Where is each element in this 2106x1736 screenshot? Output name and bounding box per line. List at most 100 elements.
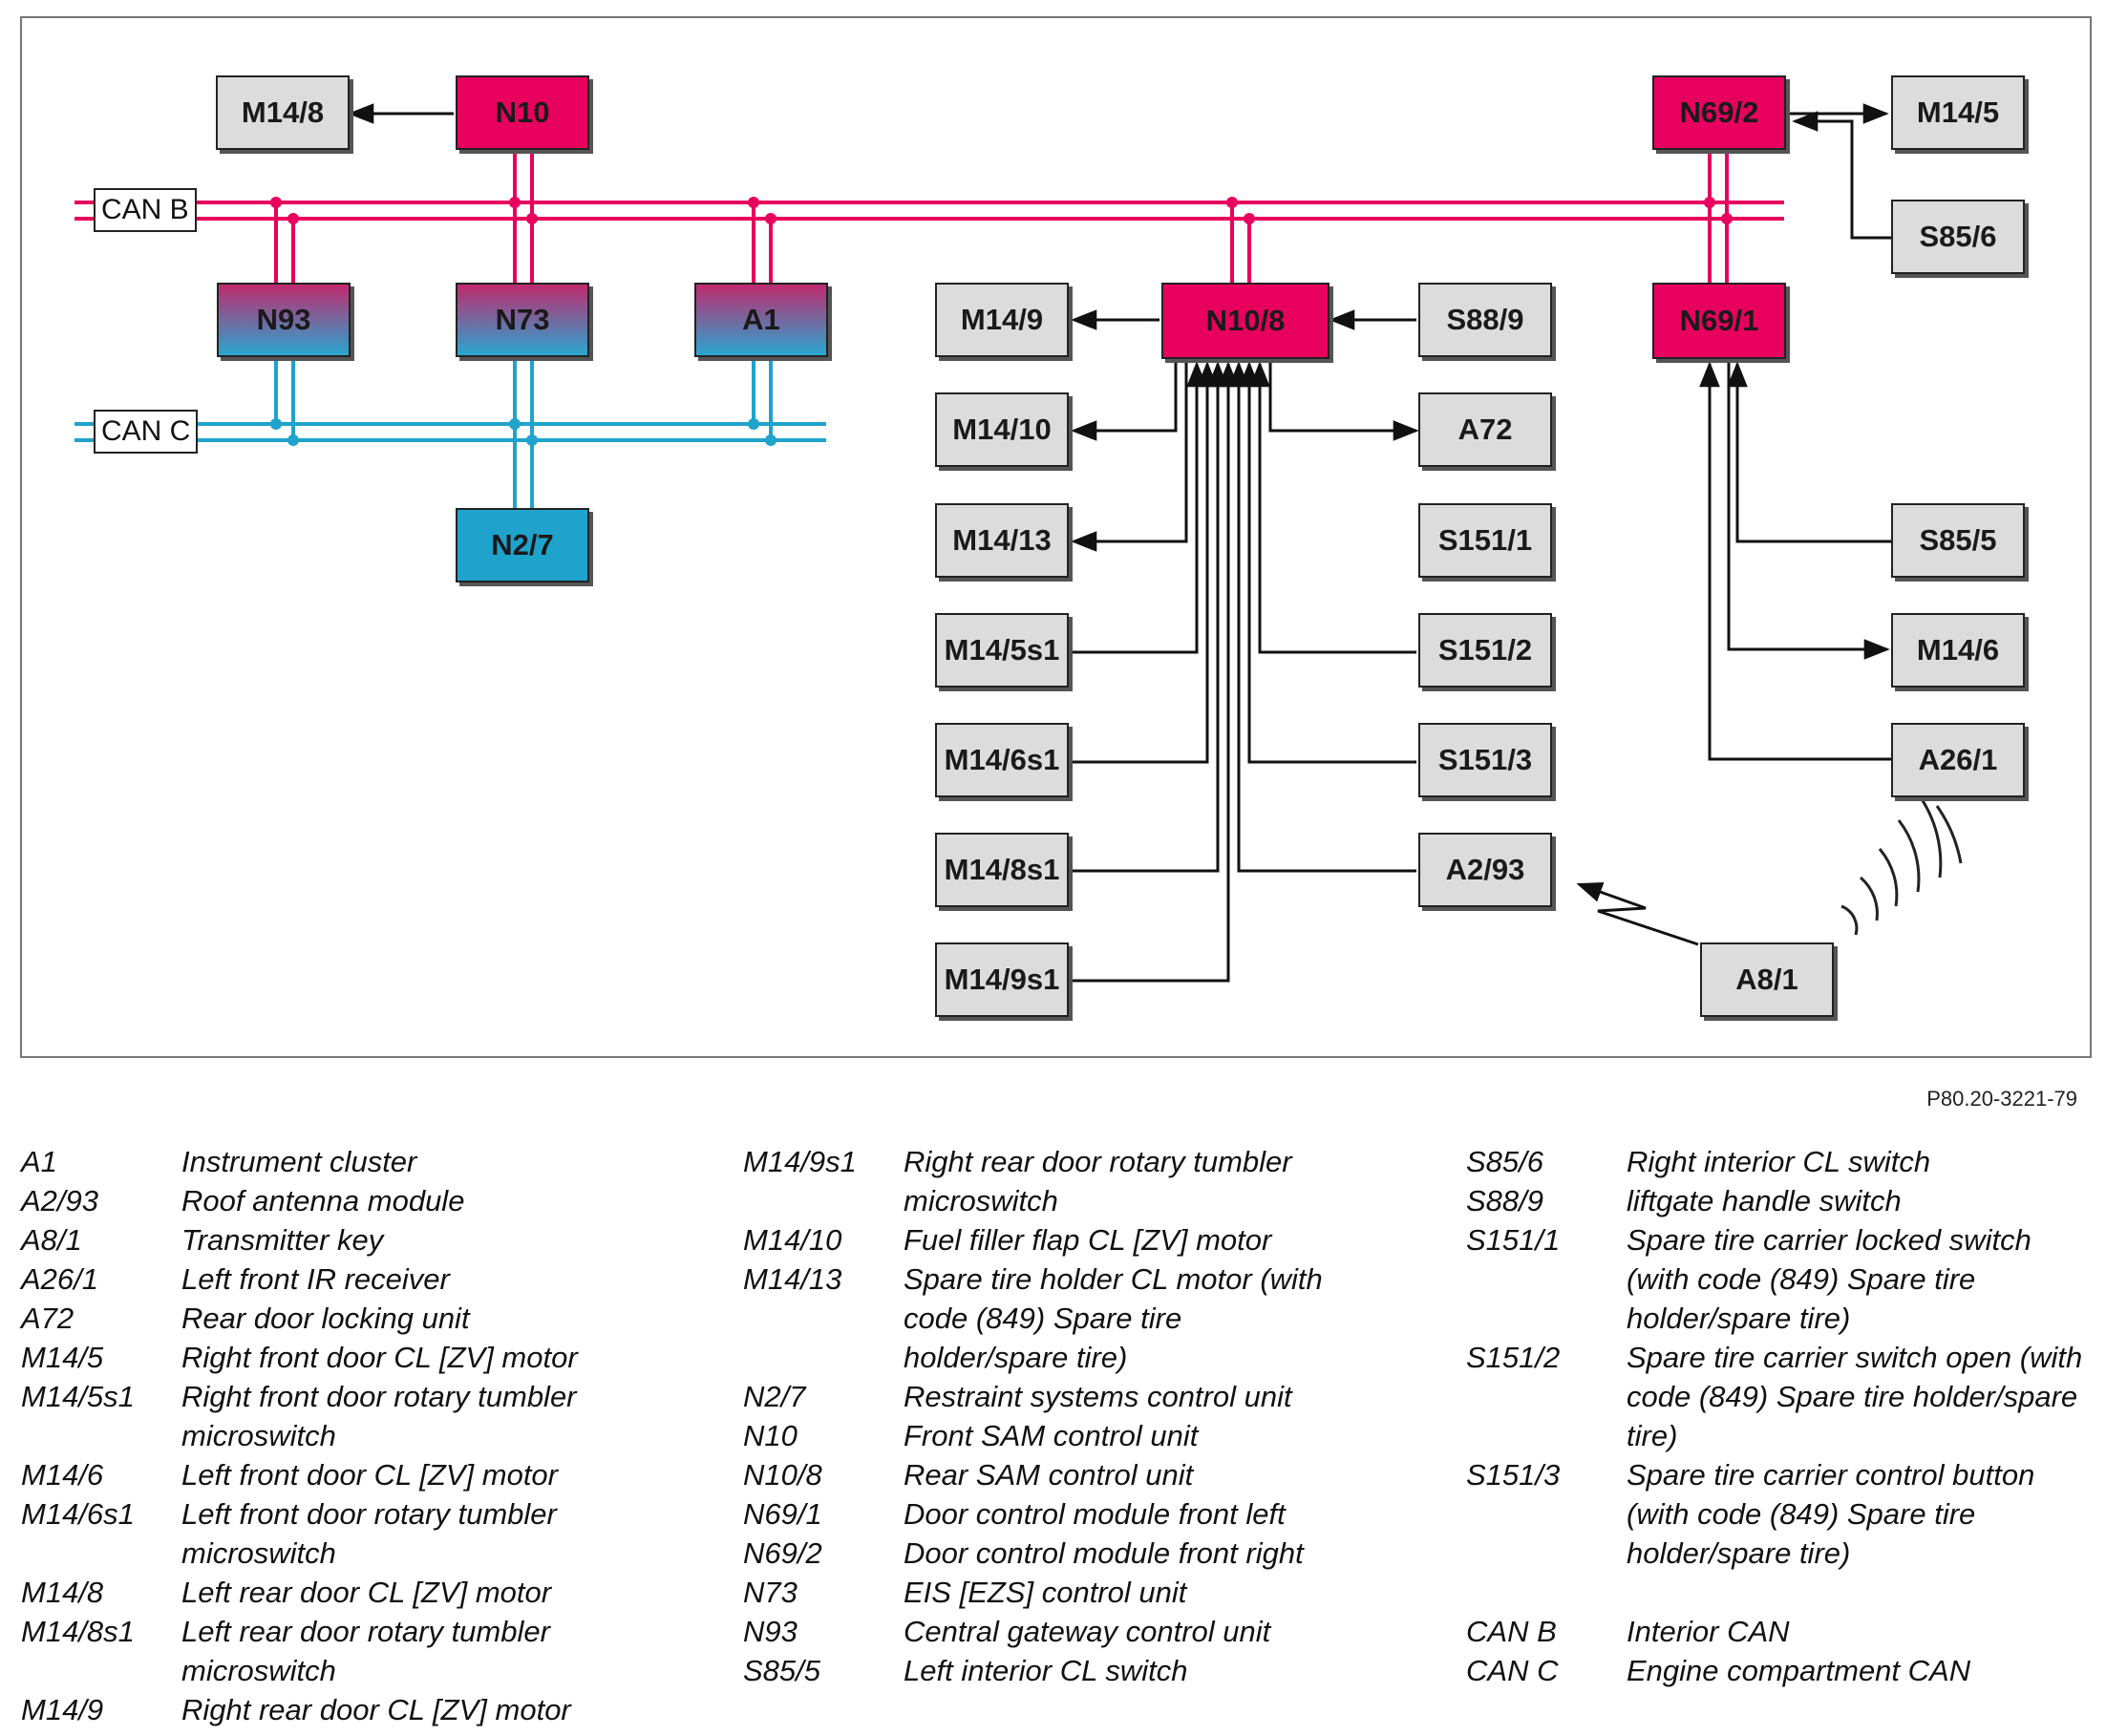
legend-row: A26/1 Left front IR receiver <box>21 1260 709 1299</box>
legend-desc: Door control module front right <box>904 1536 1304 1570</box>
module-s151-2: S151/2 <box>1418 613 1552 688</box>
legend-desc: liftgate handle switch <box>1627 1184 1902 1217</box>
legend-code: N69/2 <box>743 1536 822 1570</box>
can-c-bus <box>74 359 826 508</box>
module-n69-2: N69/2 <box>1652 75 1786 150</box>
legend-desc: Left front door CL [ZV] motor <box>181 1458 558 1492</box>
legend-row: M14/6s1 Left front door rotary tumbler mi… <box>21 1494 709 1573</box>
legend-desc: Spare tire holder CL motor (with code (8… <box>904 1262 1323 1374</box>
legend-row: M14/9s1 Right rear door rotary tumbler mi… <box>743 1142 1354 1220</box>
legend-desc: Spare tire carrier switch open (with cod… <box>1627 1341 2083 1452</box>
legend-code: A8/1 <box>21 1223 82 1257</box>
legend-row: N69/1 Door control module front left <box>743 1494 1354 1534</box>
module-a2-93: A2/93 <box>1418 833 1552 907</box>
legend-code: N93 <box>743 1615 798 1648</box>
module-m14-6s1: M14/6s1 <box>935 723 1069 797</box>
module-a1: A1 <box>694 283 828 357</box>
legend-row: S151/1 Spare tire carrier locked switch (… <box>1466 1220 2087 1338</box>
legend-desc: Spare tire carrier locked switch (with c… <box>1627 1223 2032 1335</box>
legend-code: M14/9s1 <box>743 1145 857 1178</box>
legend-desc: Right front door rotary tumbler microswi… <box>181 1380 577 1452</box>
legend-desc: Spare tire carrier control button (with … <box>1627 1458 2035 1570</box>
legend-code: CAN C <box>1466 1654 1559 1687</box>
legend-desc: Transmitter key <box>181 1223 384 1257</box>
legend-code: CAN B <box>1466 1615 1557 1648</box>
legend-desc: Left front door rotary tumbler microswit… <box>181 1497 557 1570</box>
legend-code: M14/9 <box>21 1693 104 1726</box>
connection-lines <box>74 103 1963 983</box>
can-b-label: CAN B <box>94 188 197 232</box>
legend-desc: Left rear door rotary tumbler microswitc… <box>181 1615 550 1687</box>
legend-code: N69/1 <box>743 1497 822 1531</box>
legend-desc: Central gateway control unit <box>904 1615 1271 1648</box>
legend-desc: Left front IR receiver <box>181 1262 450 1296</box>
legend-code: N10 <box>743 1419 798 1452</box>
legend-row: N93 Central gateway control unit <box>743 1612 1354 1651</box>
legend-code: M14/10 <box>743 1223 842 1257</box>
legend-desc: Door control module front left <box>904 1497 1286 1531</box>
legend-code: M14/8 <box>21 1576 104 1609</box>
legend-code: S85/5 <box>743 1654 821 1687</box>
legend-row: M14/6 Left front door CL [ZV] motor <box>21 1455 709 1494</box>
figure-reference: P80.20-3221-79 <box>1926 1087 2077 1111</box>
legend-code: N10/8 <box>743 1458 822 1492</box>
signal-lines <box>348 103 1925 983</box>
module-n2-7: N2/7 <box>456 508 589 582</box>
module-a8-1: A8/1 <box>1700 942 1834 1017</box>
legend-row: CAN C Engine compartment CAN <box>1466 1651 2087 1690</box>
module-n73: N73 <box>456 283 589 357</box>
legend-column-2: M14/9s1 Right rear door rotary tumbler mi… <box>743 1142 1354 1690</box>
legend-row: M14/8s1 Left rear door rotary tumbler mic… <box>21 1612 709 1690</box>
module-s88-9: S88/9 <box>1418 283 1552 357</box>
legend-desc: Right rear door rotary tumbler microswit… <box>904 1145 1292 1217</box>
legend-code: M14/5s1 <box>21 1380 135 1413</box>
module-n69-1: N69/1 <box>1652 283 1786 359</box>
module-s151-1: S151/1 <box>1418 503 1552 578</box>
legend-row: S151/2 Spare tire carrier switch open (wi… <box>1466 1338 2087 1455</box>
module-s151-3: S151/3 <box>1418 723 1552 797</box>
ir-signal-arcs <box>1840 793 1963 936</box>
module-a26-1: A26/1 <box>1891 723 2025 797</box>
legend-desc: Rear SAM control unit <box>904 1458 1194 1492</box>
legend-desc: Front SAM control unit <box>904 1419 1199 1452</box>
legend-desc: Interior CAN <box>1627 1615 1790 1648</box>
legend-code: A72 <box>21 1302 74 1335</box>
can-b-junctions <box>270 197 1733 224</box>
legend-desc: Instrument cluster <box>181 1145 417 1178</box>
legend-desc: Engine compartment CAN <box>1627 1654 1971 1687</box>
module-n10-8: N10/8 <box>1161 283 1330 359</box>
legend-code: M14/6 <box>21 1458 104 1492</box>
legend-code: A26/1 <box>21 1262 99 1296</box>
legend-row: A2/93 Roof antenna module <box>21 1181 709 1220</box>
legend-row: A8/1 Transmitter key <box>21 1220 709 1260</box>
legend-code: S151/1 <box>1466 1223 1561 1257</box>
legend-desc: EIS [EZS] control unit <box>904 1576 1187 1609</box>
legend-code: S85/6 <box>1466 1145 1544 1178</box>
module-a72: A72 <box>1418 392 1552 467</box>
module-m14-5: M14/5 <box>1891 75 2025 150</box>
module-s85-5: S85/5 <box>1891 503 2025 578</box>
module-n93: N93 <box>217 283 351 357</box>
legend-code: M14/8s1 <box>21 1615 135 1648</box>
legend-row: N69/2 Door control module front right <box>743 1534 1354 1573</box>
can-b-bus <box>74 152 1784 283</box>
legend-code: A2/93 <box>21 1184 99 1217</box>
legend-code: M14/6s1 <box>21 1497 135 1531</box>
module-m14-6: M14/6 <box>1891 613 2025 688</box>
module-m14-5s1: M14/5s1 <box>935 613 1069 688</box>
legend-desc: Roof antenna module <box>181 1184 465 1217</box>
legend-row: CAN B Interior CAN <box>1466 1612 2087 1651</box>
radio-signal-zigzag <box>1576 882 1699 946</box>
legend-code: S88/9 <box>1466 1184 1544 1217</box>
legend-code: N73 <box>743 1576 798 1609</box>
legend-code: S151/2 <box>1466 1341 1561 1374</box>
